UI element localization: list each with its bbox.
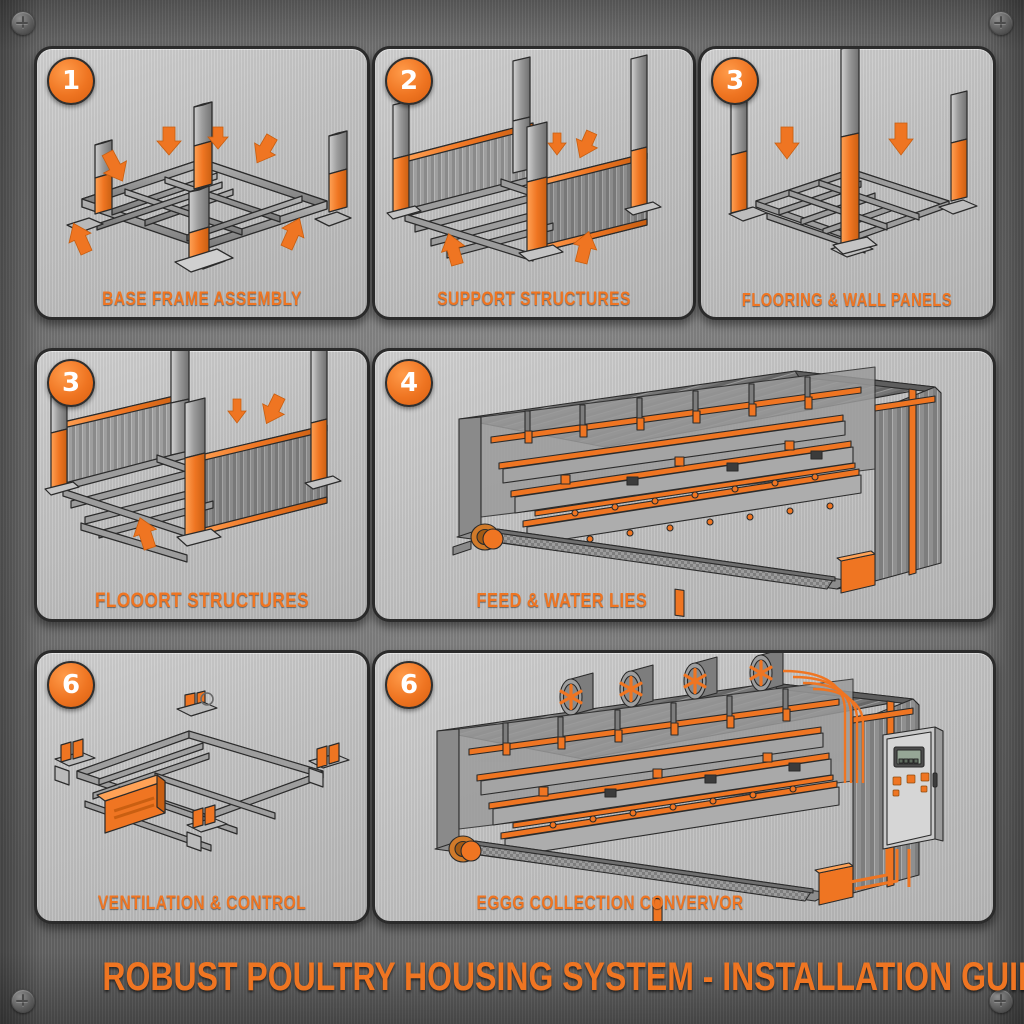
screw-top-right-icon [989,11,1013,35]
screw-top-left-icon [11,11,35,35]
step-caption: FLOOORT STRUCTURES [94,589,310,612]
step-number-badge: 4 [385,359,433,407]
illustration-feed-and-water-lines [452,366,942,617]
illustration-flooort-structures [44,351,342,563]
step-panel-support-structures[interactable]: 2 SUPPORT STRUCTURES [372,46,696,320]
step-number-badge: 2 [385,57,433,105]
step-number-badge: 6 [47,661,95,709]
step-panel-flooort-structures[interactable]: 3 FLOOORT STRUCTURES [34,348,370,622]
step-caption: EGGG COLLECTION CONVERVOR [476,893,744,914]
page-title: ROBUST POULTRY HOUSING SYSTEM - INSTALLA… [102,955,1024,999]
step-number-badge: 3 [711,57,759,105]
ventilation-fans [559,653,784,716]
illustration-egg-collection-conveyor [434,653,944,921]
step-caption: FLOORING & WALL PANELS [741,290,953,310]
illustration-flooring-and-wall-panels [728,49,978,258]
control-cabinet [882,726,944,850]
step-panel-feed-and-water-lines[interactable]: 4 FEED & WATER LIES [372,348,996,622]
illustration-base-frame-assembly [66,101,352,273]
screw-bottom-left-icon [11,989,35,1013]
screw-bottom-right-icon [989,989,1013,1013]
illustration-support-structures [386,54,662,267]
step-panel-flooring-wall-panels[interactable]: 3 FLOORING & WALL PANELS [698,46,996,320]
step-panel-egg-collection-conveyor[interactable]: 6 EGGG COLLECTION CONVERVOR [372,650,996,924]
step-caption: SUPPORT STRUCTURES [437,289,631,310]
step-number-badge: 3 [47,359,95,407]
step-caption: FEED & WATER LIES [476,590,648,612]
illustration-ventilation-and-control [54,690,350,852]
step-number-badge: 1 [47,57,95,105]
step-caption: VENTILATION & CONTROL [97,893,307,914]
step-number-badge: 6 [385,661,433,709]
step-panel-ventilation-and-control[interactable]: 6 VENTILATION & CONTROL [34,650,370,924]
step-caption: BASE FRAME ASSEMBLY [102,289,302,310]
step-panel-base-frame-assembly[interactable]: 1 BASE FRAME ASSEMBLY [34,46,370,320]
